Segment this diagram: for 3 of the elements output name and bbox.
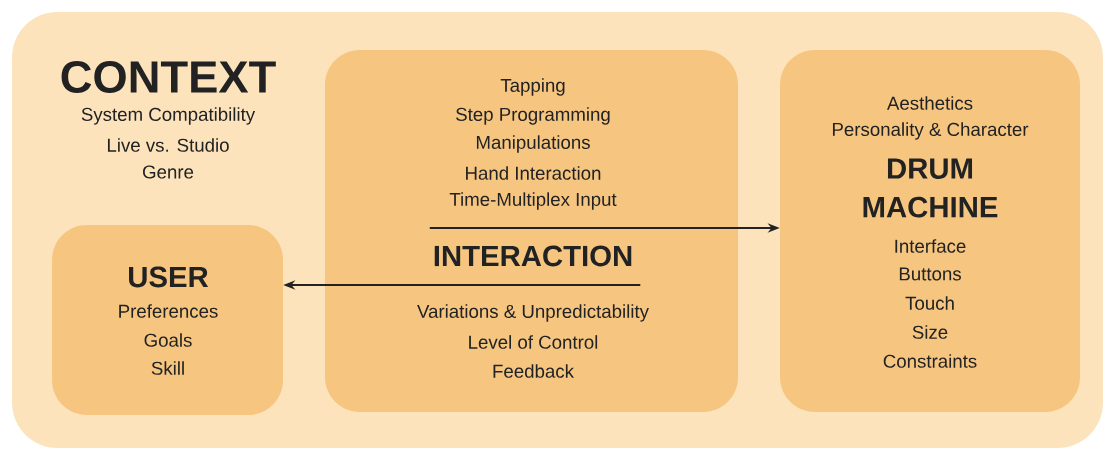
rounded-box: Aesthetics Personality & Character DRUM MACHINE Interface Buttons Touch Size Constraints (780, 50, 1080, 412)
rounded-box: USER Preferences Goals Skill (52, 225, 283, 415)
rounded-box: Tapping Step Programming Manipulations Hand Interaction Time-Multiplex Input INTERACTION Variations & Unpredictability Level of Control Feedback (324, 50, 739, 412)
